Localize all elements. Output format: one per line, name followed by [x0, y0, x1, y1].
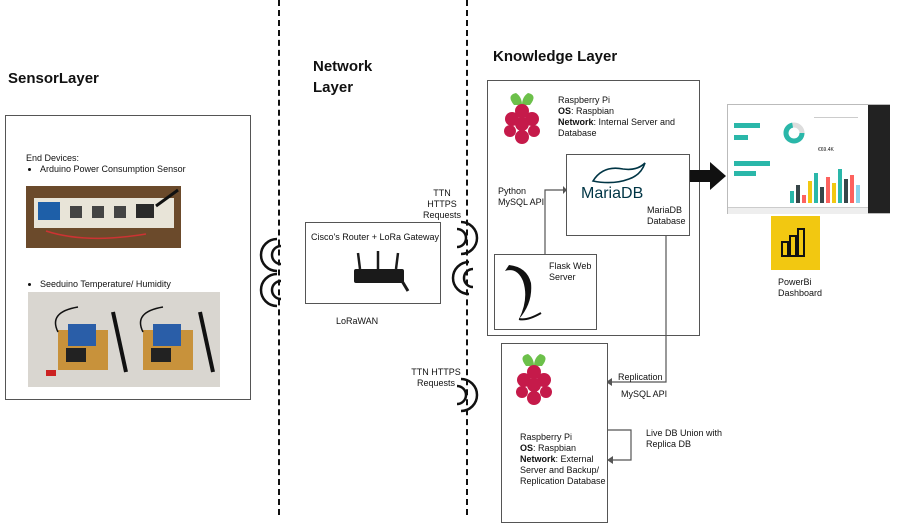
- layer-divider-right: [466, 0, 468, 515]
- flask-label: Flask Web Server: [549, 261, 592, 282]
- mariadb-seal-icon: [591, 162, 646, 184]
- replication-label: Replication: [618, 372, 663, 382]
- replication-mysql-api-label: MySQL API: [621, 389, 668, 399]
- mariadb-caption: MariaDB Database: [647, 205, 686, 226]
- wireless-signal-icon: [456, 220, 479, 256]
- external-pi-network: : External Server and Backup/ Replicatio…: [520, 454, 606, 486]
- wireless-signal-icon: [451, 260, 474, 296]
- live-db-loop-arrow: [607, 429, 632, 464]
- internal-pi-info: Raspberry Pi OS: Raspbian Network: Inter…: [558, 95, 688, 139]
- network-layer-title: Network Layer: [313, 58, 373, 96]
- powerbi-dashboard-screenshot: €69.4K: [727, 104, 890, 214]
- replication-connector: [606, 236, 667, 386]
- wireless-signal-icon: [456, 377, 479, 413]
- arduino-sensor-photo: [26, 186, 181, 248]
- dashboard-kpi: €69.4K: [818, 147, 834, 153]
- sensor-layer-box: End Devices: Arduino Power Consumption S…: [5, 115, 251, 400]
- raspberry-pi-logo: [516, 354, 552, 405]
- internal-pi-network: : Internal Server and Database: [558, 117, 676, 138]
- external-pi-name: Raspberry Pi: [520, 432, 573, 442]
- wireless-signal-icon: [259, 237, 282, 273]
- dashboard-donut: [783, 122, 805, 144]
- powerbi-label: PowerBi Dashboard: [778, 277, 823, 298]
- sensor-layer-title: SensorLayer: [8, 70, 99, 87]
- mariadb-box: MariaDB MariaDB Database: [566, 154, 690, 236]
- ttn-https-label-bottom: TTN HTTPS Requests: [411, 367, 461, 388]
- router-icon: [354, 251, 410, 292]
- gateway-title: Cisco's Router + LoRa Gateway: [310, 232, 440, 242]
- python-api-connector: [544, 186, 567, 255]
- python-mysql-api-label: Python MySQL API: [498, 186, 545, 207]
- internal-pi-name: Raspberry Pi: [558, 95, 611, 105]
- ttn-https-label-top: TTN HTTPS Requests: [422, 188, 462, 220]
- dashboard-bar-chart: [790, 169, 860, 203]
- knowledge-layer-title: Knowledge Layer: [493, 48, 618, 65]
- external-pi-box: Raspberry Pi OS: Raspbian Network: Exter…: [501, 343, 608, 523]
- flask-icon: [505, 265, 542, 321]
- device-seeduino-label: Seeduino Temperature/ Humidity: [40, 279, 246, 290]
- layer-divider-left: [278, 0, 280, 515]
- end-devices-list: End Devices: Arduino Power Consumption S…: [26, 153, 246, 175]
- wireless-signal-icon: [259, 272, 282, 308]
- mariadb-logo-text: MariaDB: [581, 185, 644, 202]
- lorawan-label: LoRaWAN: [336, 316, 379, 326]
- live-db-union-label: Live DB Union with Replica DB: [646, 428, 723, 449]
- dashboard-side-panel: [868, 105, 890, 213]
- gateway-box: Cisco's Router + LoRa Gateway: [305, 222, 441, 304]
- powerbi-icon: [781, 228, 805, 257]
- external-pi-info: Raspberry Pi OS: Raspbian Network: Exter…: [520, 432, 608, 487]
- device-arduino-label: Arduino Power Consumption Sensor: [40, 164, 246, 175]
- powerbi-logo: [771, 216, 820, 270]
- dashboard-arrow: [690, 162, 726, 190]
- flask-box: Flask Web Server: [494, 254, 597, 330]
- seeduino-sensor-photo: [28, 292, 220, 387]
- raspberry-pi-logo: [504, 93, 540, 144]
- end-devices-heading: End Devices:: [26, 153, 80, 163]
